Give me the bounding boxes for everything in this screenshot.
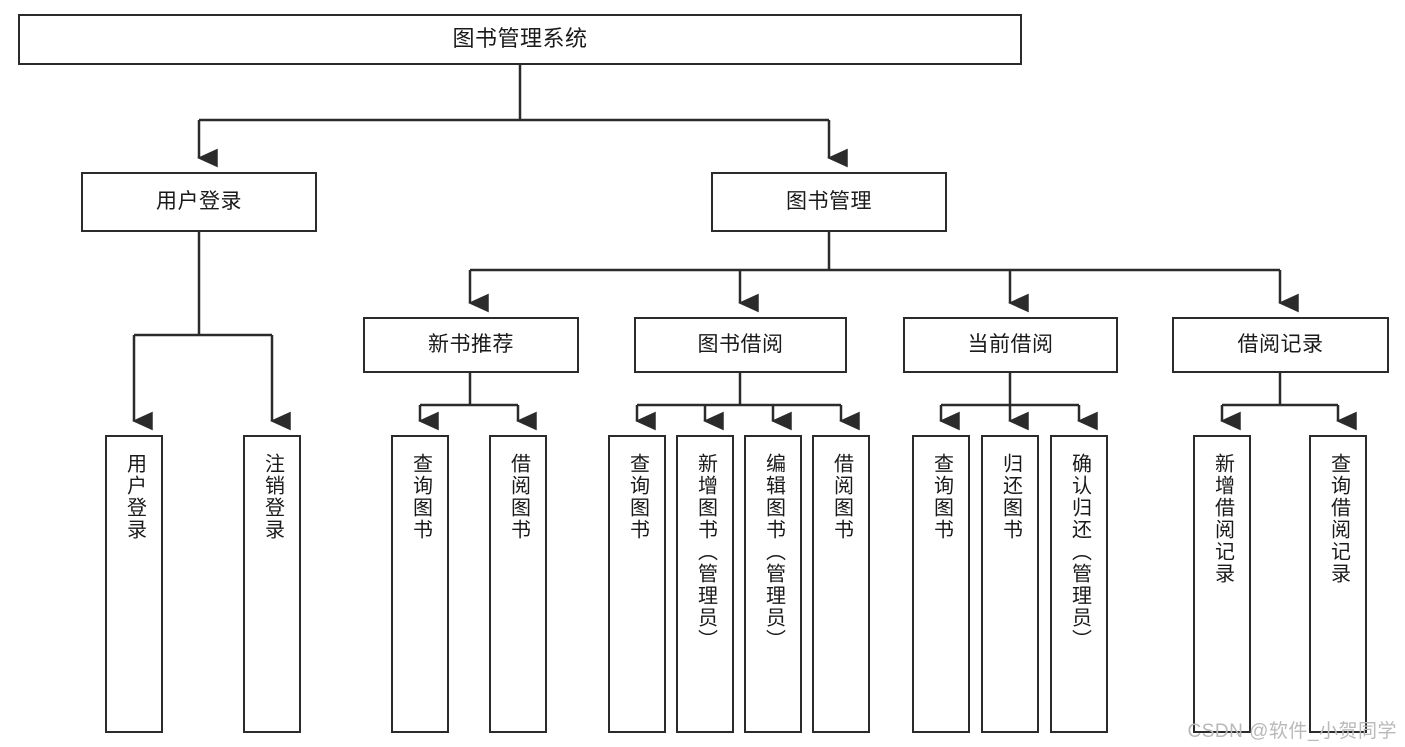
leaf-label: 查询图书 — [409, 453, 432, 541]
leaf-label: 查询借阅记录 — [1327, 453, 1350, 585]
leaf-label: 注销登录 — [261, 453, 284, 541]
leaf-label: 用户登录 — [123, 453, 146, 541]
leaf-label: 编辑图书（管理员） — [762, 453, 785, 651]
leaf-current-confirm-return[interactable]: 确认归还（管理员） — [1050, 435, 1108, 733]
leaf-label: 确认归还（管理员） — [1068, 453, 1091, 651]
leaf-borrow-borrow-book[interactable]: 借阅图书 — [812, 435, 870, 733]
leaf-new-book-borrow[interactable]: 借阅图书 — [489, 435, 547, 733]
leaf-label: 借阅图书 — [507, 453, 530, 541]
leaf-current-query-book[interactable]: 查询图书 — [912, 435, 970, 733]
leaf-label: 新增图书（管理员） — [694, 453, 717, 651]
leaf-borrow-query-book[interactable]: 查询图书 — [608, 435, 666, 733]
leaf-record-add[interactable]: 新增借阅记录 — [1193, 435, 1251, 733]
leaf-new-book-query[interactable]: 查询图书 — [391, 435, 449, 733]
leaf-current-return-book[interactable]: 归还图书 — [981, 435, 1039, 733]
leaf-record-query[interactable]: 查询借阅记录 — [1309, 435, 1367, 733]
leaf-user-login-login[interactable]: 用户登录 — [105, 435, 163, 733]
leaf-label: 新增借阅记录 — [1211, 453, 1234, 585]
leaf-user-login-logout[interactable]: 注销登录 — [243, 435, 301, 733]
leaf-borrow-add-book[interactable]: 新增图书（管理员） — [676, 435, 734, 733]
leaf-label: 归还图书 — [999, 453, 1022, 541]
leaf-label: 借阅图书 — [830, 453, 853, 541]
node-current-borrow[interactable]: 当前借阅 — [903, 317, 1118, 373]
node-new-book-recommend[interactable]: 新书推荐 — [363, 317, 579, 373]
leaf-borrow-edit-book[interactable]: 编辑图书（管理员） — [744, 435, 802, 733]
node-root-system[interactable]: 图书管理系统 — [18, 14, 1022, 65]
node-borrow-record[interactable]: 借阅记录 — [1172, 317, 1389, 373]
watermark-text: CSDN @软件_小贺同学 — [1187, 721, 1397, 742]
node-user-login[interactable]: 用户登录 — [81, 172, 317, 232]
node-book-borrow[interactable]: 图书借阅 — [634, 317, 847, 373]
node-book-management[interactable]: 图书管理 — [711, 172, 947, 232]
leaf-label: 查询图书 — [930, 453, 953, 541]
leaf-label: 查询图书 — [626, 453, 649, 541]
